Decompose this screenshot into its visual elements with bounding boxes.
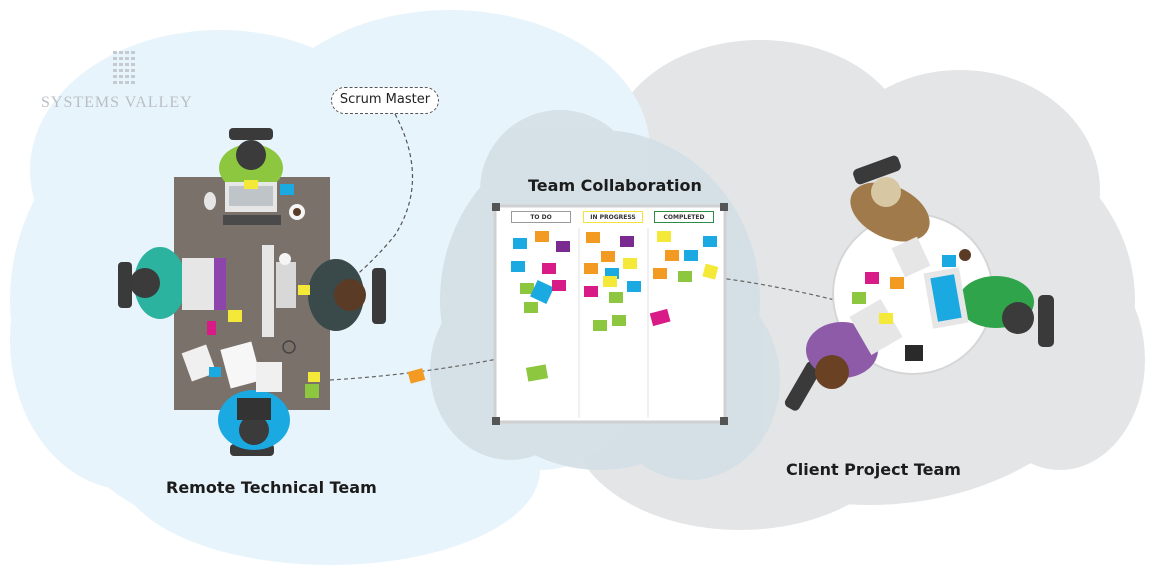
scrum-master-connector bbox=[344, 113, 414, 286]
logo-mark-icon bbox=[113, 51, 135, 84]
board-column-in-progress: IN PROGRESS bbox=[583, 211, 643, 223]
logo-wordmark: SYSTEMS VALLEY bbox=[41, 94, 193, 111]
client-team-table bbox=[784, 155, 1054, 411]
remote-team-label: Remote Technical Team bbox=[166, 478, 377, 497]
team-collaboration-label: Team Collaboration bbox=[528, 176, 702, 195]
scrum-master-bubble: Scrum Master bbox=[331, 87, 439, 114]
board-column-completed: COMPLETED bbox=[654, 211, 714, 223]
remote-team-desk bbox=[118, 128, 386, 456]
scrum-whiteboard bbox=[492, 203, 728, 425]
board-column-todo: TO DO bbox=[511, 211, 571, 223]
client-team-label: Client Project Team bbox=[786, 460, 961, 479]
